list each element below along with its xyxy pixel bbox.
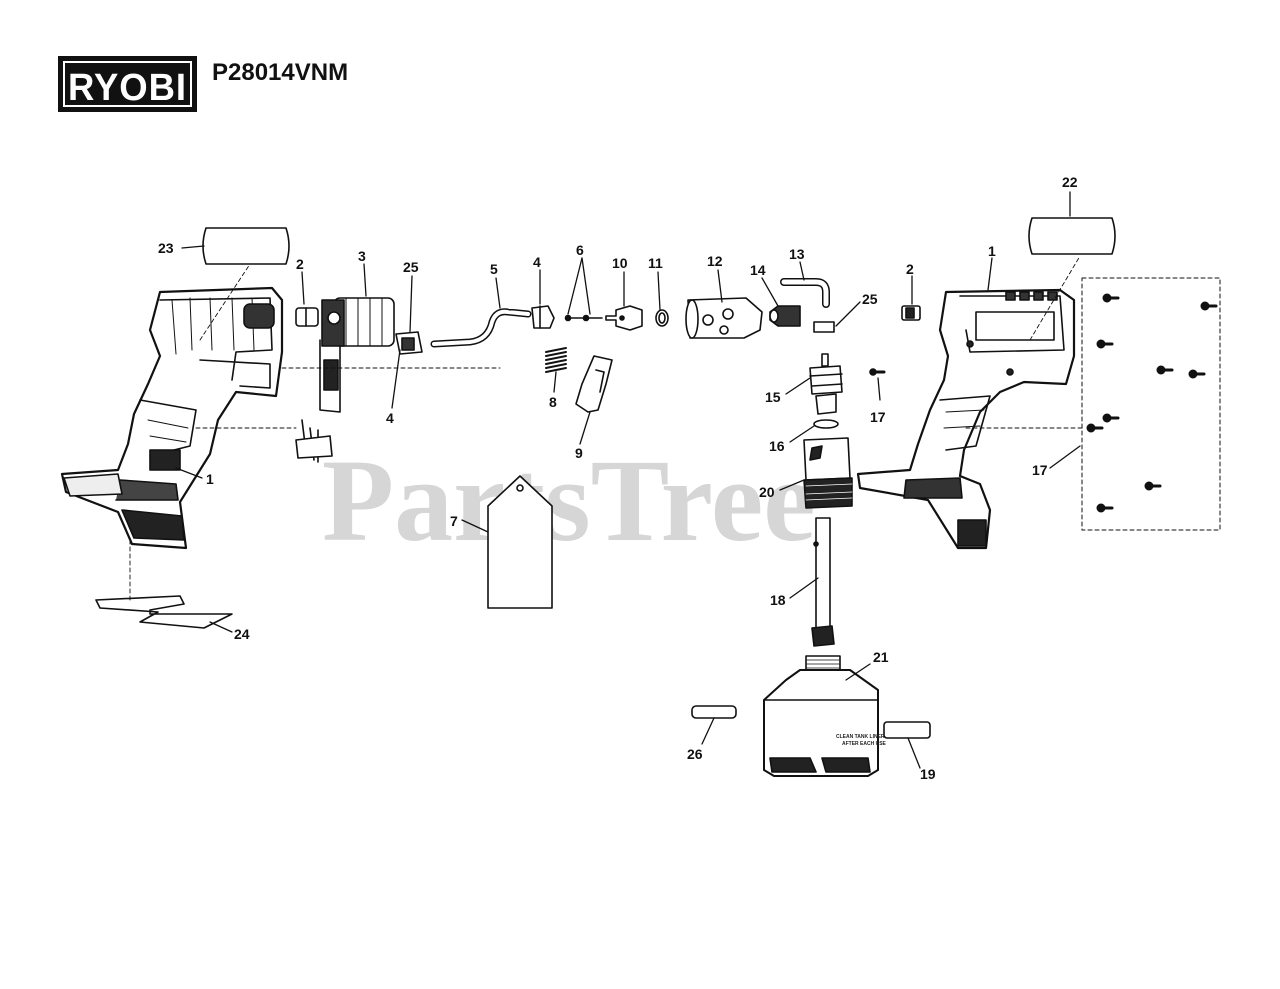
screw-17-single [869,368,886,376]
callout-8: 8 [549,394,557,410]
tank-21 [763,655,879,777]
callout-22: 22 [1062,174,1078,190]
o-ring-11 [655,309,669,327]
screws-6 [564,314,603,322]
model-number: P28014VNM [212,59,348,86]
callout-17-single: 17 [870,409,886,425]
nut-4 [531,305,555,329]
label-22 [1028,217,1116,255]
leader-lines [175,191,1081,769]
nozzle-10 [605,305,643,331]
valve-15 [809,353,843,415]
label-19 [883,721,931,739]
ryobi-logo: RYOBI [58,56,197,112]
tip-14 [769,305,801,327]
callout-24: 24 [234,626,250,642]
trigger-9 [575,355,613,413]
tank-warning-line-2: AFTER EACH USE [842,741,887,747]
callout-4-bottom: 4 [386,410,394,426]
o-ring-16 [813,419,839,429]
callout-9: 9 [575,445,583,461]
parts-tree-watermark: PartsTree [322,435,816,566]
pickup-tube-18 [811,517,835,647]
spring-8 [545,347,567,373]
callout-5: 5 [490,261,498,277]
callout-14: 14 [750,262,766,278]
collar-right [901,305,921,321]
callout-12: 12 [707,253,723,269]
callout-11: 11 [648,255,663,271]
callout-25-left: 25 [403,259,419,275]
callout-18: 18 [770,592,786,608]
callout-15: 15 [765,389,781,405]
alignment-lines [129,255,1083,601]
callout-19: 19 [920,766,936,782]
decal-24 [95,595,233,629]
tank-cap-20 [803,437,853,509]
callout-2-right: 2 [906,261,914,277]
elbow-tube-13 [780,278,830,308]
callout-20: 20 [759,484,775,500]
nozzle-cap-12 [685,297,763,339]
callout-16: 16 [769,438,785,454]
callout-1-left: 1 [206,471,214,487]
callout-numbers: 23 2 3 25 5 4 6 10 11 12 13 14 25 2 1 22… [158,174,1078,782]
manual-tag [487,475,553,609]
callout-26: 26 [687,746,703,762]
left-housing-half [60,286,284,550]
callout-25-right: 25 [862,291,878,307]
callout-21: 21 [873,649,889,665]
nut-25-left [395,331,423,355]
callout-13: 13 [789,246,805,262]
callout-17-group: 17 [1032,462,1048,478]
motor-assembly [295,297,395,463]
callout-3: 3 [358,248,366,264]
callout-7: 7 [450,513,458,529]
tank-warning-line-1: CLEAN TANK LINER [836,734,885,740]
flex-hose [430,308,532,348]
collar-left [295,307,319,327]
right-housing-half [856,288,1076,550]
callout-1-right: 1 [988,243,996,259]
callout-6: 6 [576,242,584,258]
clip-25-right [813,321,835,333]
callout-10: 10 [612,255,628,271]
callout-2-left: 2 [296,256,304,272]
callout-23: 23 [158,240,174,256]
label-23 [202,227,290,265]
brand-wordmark: RYOBI [68,67,187,109]
screws-17-group [1081,277,1221,531]
label-26 [691,705,737,719]
callout-4-top: 4 [533,254,541,270]
